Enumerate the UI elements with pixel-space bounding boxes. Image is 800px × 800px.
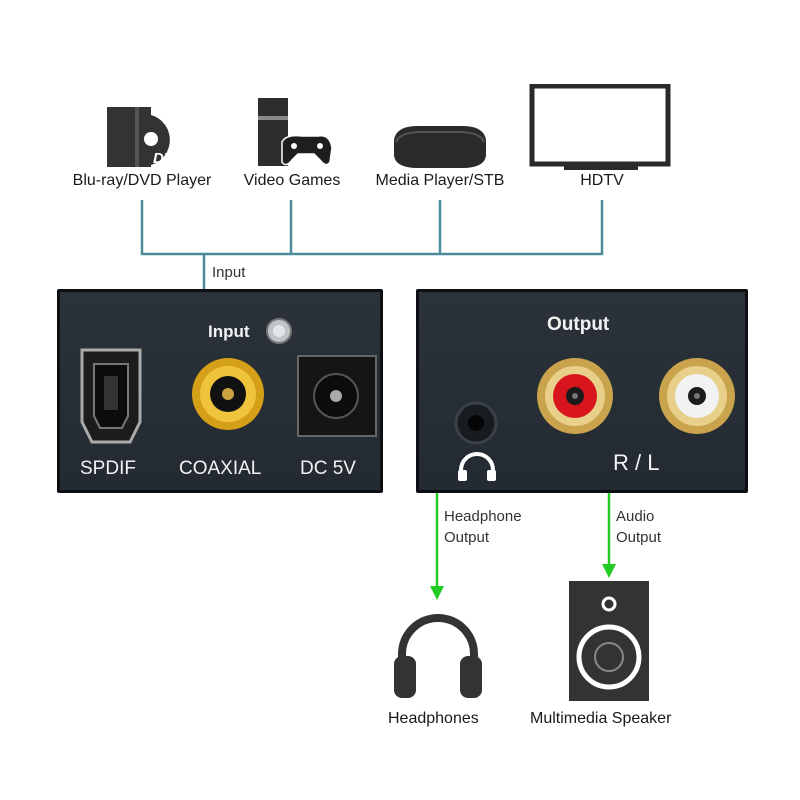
source-label-media-player: Media Player/STB xyxy=(375,172,505,189)
headphone-output-label: Headphone Output xyxy=(444,506,522,548)
rl-label: R / L xyxy=(613,450,660,475)
input-connector-label: Input xyxy=(212,264,246,281)
source-label-hdtv: HDTV xyxy=(580,172,624,189)
input-panel-title: Input xyxy=(208,322,250,341)
dvd-badge: DVD xyxy=(153,150,185,167)
audio-output-arrow xyxy=(602,492,616,578)
coaxial-port-icon[interactable] xyxy=(188,354,268,434)
output-panel: Output R / L xyxy=(416,289,748,493)
headphone-output-arrow xyxy=(430,492,444,600)
input-bus-lines xyxy=(140,200,604,290)
coaxial-label: COAXIAL xyxy=(179,458,262,479)
disc-player-icon: DVD xyxy=(107,107,185,167)
tv-icon xyxy=(529,84,671,170)
audio-output-label-line1: Audio xyxy=(616,508,655,525)
rca-right-red-port-icon[interactable] xyxy=(533,354,617,438)
headphones-icon xyxy=(394,614,482,698)
headphone-jack-icon[interactable] xyxy=(453,400,499,446)
headphone-output-label-line2: Output xyxy=(444,529,490,546)
audio-output-label-line2: Output xyxy=(616,529,662,546)
speaker-icon xyxy=(569,581,649,701)
game-console-icon xyxy=(258,98,332,166)
source-label-video-games: Video Games xyxy=(243,172,341,189)
dc-5v-label: DC 5V xyxy=(300,458,356,479)
headphone-output-label-line1: Headphone xyxy=(444,508,522,525)
rca-left-white-port-icon[interactable] xyxy=(655,354,739,438)
output-panel-title: Output xyxy=(547,314,610,335)
media-box-icon xyxy=(394,126,486,168)
input-panel: Input SPDIF COAXIAL DC 5V xyxy=(57,289,383,493)
source-label-bluray: Blu-ray/DVD Player xyxy=(72,172,212,189)
headphone-symbol-icon xyxy=(458,452,496,481)
dc-power-port-icon[interactable] xyxy=(296,354,378,438)
audio-output-label: Audio Output xyxy=(616,506,661,548)
headphones-label: Headphones xyxy=(388,710,479,727)
indicator-led xyxy=(266,318,292,344)
multimedia-speaker-label: Multimedia Speaker xyxy=(530,710,672,727)
spdif-label: SPDIF xyxy=(80,458,136,479)
spdif-port-icon[interactable] xyxy=(76,346,146,446)
